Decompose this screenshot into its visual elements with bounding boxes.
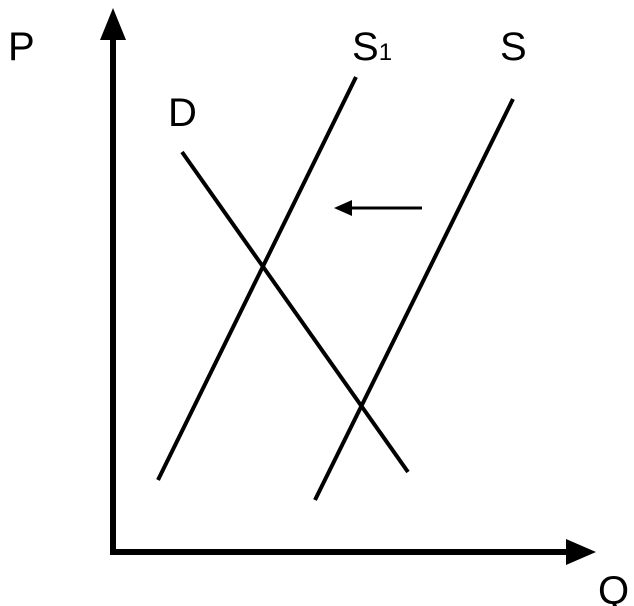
demand-curve [180,150,410,474]
supply-label: S [500,25,527,69]
x-axis-arrowhead [566,539,596,565]
axis-y-label: P [8,25,35,69]
supply-curve [313,98,515,501]
supply-shifted-letter: S [352,25,379,69]
shift-arrow-head [334,200,352,216]
y-axis-arrowhead [100,8,126,40]
axis-x-label: Q [598,569,629,606]
shift-arrow [334,200,422,216]
demand-label: D [168,91,197,135]
axes [100,8,596,565]
supply-shifted-curve [156,76,358,481]
supply-shifted-label: S1 [352,25,392,69]
supply-shifted-subscript: 1 [379,39,392,66]
